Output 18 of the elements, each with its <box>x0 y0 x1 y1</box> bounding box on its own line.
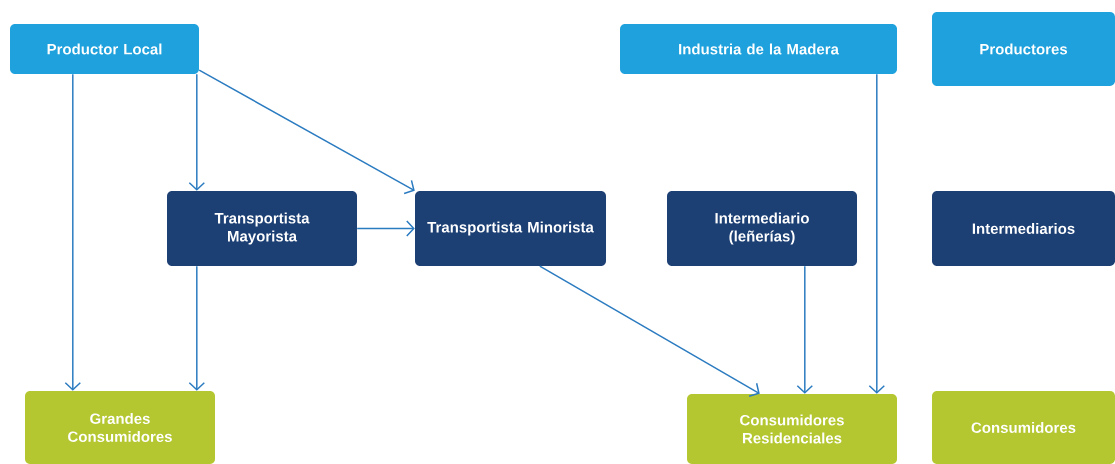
intermediary-box: Transportista Minorista <box>415 191 606 266</box>
consumer-box: Grandes Consumidores <box>25 391 215 464</box>
intermediary-box: Intermediarios <box>932 191 1115 266</box>
arrow <box>198 69 415 195</box>
arrow <box>539 265 760 397</box>
intermediary-box: Transportista Mayorista <box>167 191 357 266</box>
intermediary-box: Intermediario (leñerías) <box>667 191 857 266</box>
arrow <box>796 265 814 394</box>
arrow <box>868 73 886 394</box>
producer-box: Productor Local <box>10 24 199 74</box>
arrow <box>64 73 82 391</box>
producer-box: Industria de la Madera <box>620 24 897 74</box>
consumer-box: Consumidores <box>932 391 1115 464</box>
arrow <box>188 265 206 391</box>
arrow <box>188 73 206 191</box>
arrow <box>356 220 415 237</box>
consumer-box: Consumidores Residenciales <box>687 394 897 464</box>
producer-box: Productores <box>932 12 1115 86</box>
